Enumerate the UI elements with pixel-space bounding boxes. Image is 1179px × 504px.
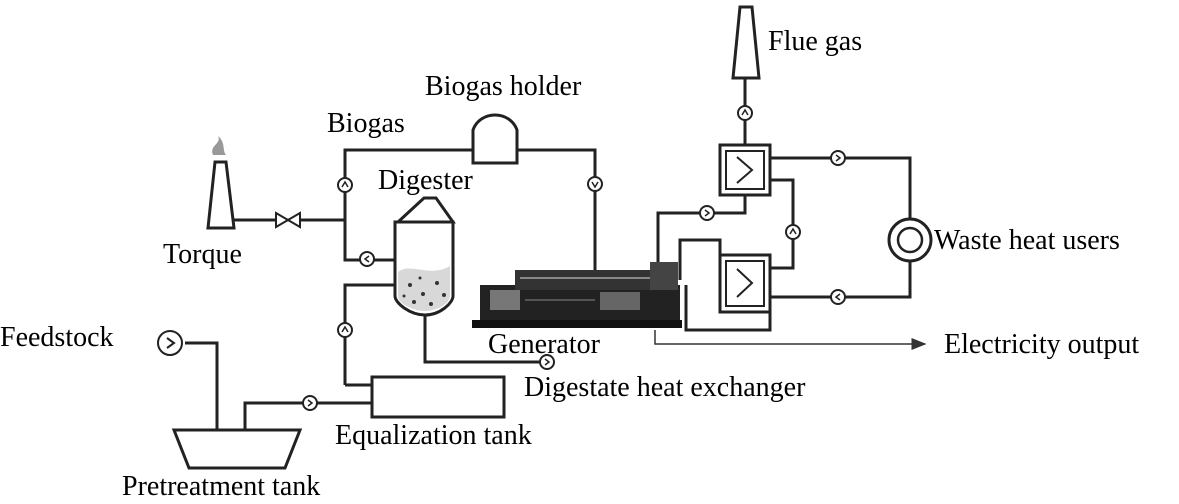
pump-icon bbox=[737, 105, 753, 121]
feed-to-digester-pipe bbox=[343, 283, 395, 385]
pump-icon bbox=[587, 176, 603, 192]
digestate-heat-exchanger-label: Digestate heat exchanger bbox=[524, 372, 806, 403]
biogas-pipe bbox=[343, 148, 473, 230]
pretreatment-tank bbox=[171, 428, 303, 470]
biogas-label: Biogas bbox=[327, 108, 405, 139]
biogas-holder bbox=[471, 113, 519, 165]
biogas-holder-to-generator-pipe bbox=[517, 148, 597, 270]
pump-icon bbox=[337, 177, 353, 193]
pump-icon bbox=[302, 395, 318, 411]
heat-loop-lower-pipe bbox=[770, 260, 912, 299]
pretreatment-to-equalization-pipe bbox=[243, 401, 372, 430]
digester-gas-pipe bbox=[343, 230, 395, 262]
engine-cooling-return-pipe bbox=[684, 285, 772, 332]
valve-icon bbox=[275, 211, 301, 229]
flue-gas-label: Flue gas bbox=[768, 26, 863, 57]
waste-heat-users-label: Waste heat users bbox=[934, 225, 1120, 256]
pump-icon bbox=[539, 354, 555, 370]
digester bbox=[393, 196, 456, 317]
heat-loop-upper-pipe bbox=[770, 156, 912, 220]
electricity-output-label: Electricity output bbox=[944, 329, 1140, 360]
feedstock-pump-icon bbox=[157, 330, 183, 356]
equalization-tank-label: Equalization tank bbox=[335, 420, 532, 451]
generator-label: Generator bbox=[488, 329, 600, 360]
feedstock-pipe bbox=[185, 341, 219, 430]
heat-exchanger-link-pipe bbox=[770, 178, 795, 270]
pump-icon bbox=[830, 150, 846, 166]
pump-icon bbox=[830, 289, 846, 305]
pump-icon bbox=[699, 205, 715, 221]
feedstock-label: Feedstock bbox=[0, 322, 114, 353]
engine-cooling-pipe bbox=[678, 238, 722, 280]
flare-smoke-icon bbox=[212, 136, 226, 155]
pump-icon bbox=[785, 224, 801, 240]
torque-label: Torque bbox=[163, 239, 242, 270]
waste-heat-user-icon bbox=[887, 217, 933, 263]
generator-engine bbox=[472, 262, 682, 328]
pretreatment-tank-label: Pretreatment tank bbox=[122, 471, 321, 502]
lower-heat-exchanger bbox=[718, 253, 772, 314]
flare-stack bbox=[206, 160, 236, 230]
pump-icon bbox=[337, 322, 353, 338]
flue-gas-stack bbox=[731, 5, 761, 80]
equalization-tank bbox=[370, 375, 506, 419]
biogas-holder-label: Biogas holder bbox=[425, 71, 582, 102]
digester-label: Digester bbox=[378, 165, 473, 196]
electricity-output-arrow bbox=[654, 330, 927, 350]
upper-heat-exchanger bbox=[718, 143, 772, 197]
pump-icon bbox=[359, 251, 375, 267]
digestate-outlet-pipe bbox=[423, 310, 540, 364]
